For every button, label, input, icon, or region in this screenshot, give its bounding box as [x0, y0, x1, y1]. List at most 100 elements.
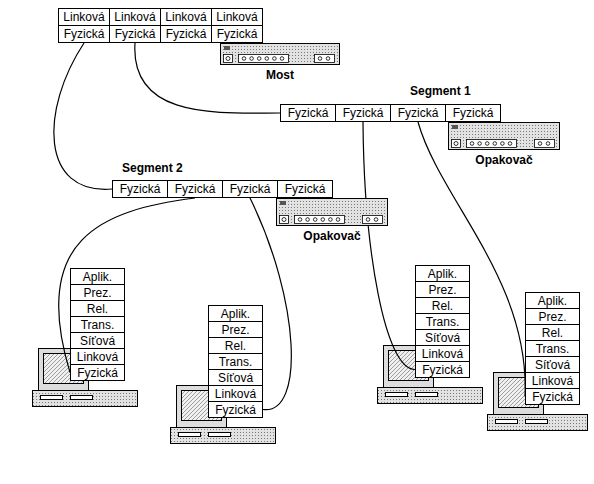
layer-name: Prez.: [428, 284, 456, 296]
device-ports: [295, 216, 345, 224]
layer-cell: Rel.: [70, 300, 125, 317]
layer-cell: Fyzická: [277, 180, 333, 198]
device-port: [493, 142, 497, 146]
layer-name: Fyzická: [64, 28, 105, 40]
layer-cell: Prez.: [70, 284, 125, 301]
layer-cell: Fyzická: [415, 361, 470, 378]
layer-cell: Fyzická: [208, 401, 263, 418]
layer-cell: Fyzická: [222, 180, 278, 198]
device-port: [546, 142, 550, 146]
device-port: [478, 142, 482, 146]
layer-cell: Fyzická: [109, 25, 161, 43]
layer-cell: Fyzická: [280, 104, 336, 122]
layer-cell: Linková: [525, 372, 580, 389]
computer-3: [378, 346, 483, 404]
device-port: [329, 218, 333, 222]
device-port: [374, 218, 378, 222]
device-body: [448, 122, 560, 150]
device-ports: [363, 216, 383, 224]
device-port: [485, 142, 489, 146]
layer-cell: Fyzická: [335, 104, 391, 122]
layer-cell: Fyzická: [167, 180, 223, 198]
device-port: [250, 57, 254, 61]
layer-name: Síťová: [80, 335, 115, 347]
layer-name: Fyzická: [285, 183, 326, 195]
layer-cell: Aplik.: [525, 292, 580, 309]
layer-cell: Trans.: [415, 313, 470, 330]
cable-line: [54, 43, 112, 189]
layer-name: Linková: [215, 388, 256, 400]
device-ports: [239, 55, 289, 63]
layer-name: Linková: [216, 11, 257, 23]
layer-cell: Prez.: [525, 308, 580, 325]
layer-name: Síťová: [535, 359, 570, 371]
layer-cell: Trans.: [70, 316, 125, 333]
layer-cell: Fyzická: [70, 364, 125, 381]
device-panel: [280, 216, 289, 224]
layer-name: Fyzická: [422, 364, 463, 376]
layer-name: Fyzická: [175, 183, 216, 195]
layer-cell: Fyzická: [58, 25, 110, 43]
layer-cell: Linková: [415, 345, 470, 362]
layer-cell: Aplik.: [208, 305, 263, 322]
layer-name: Rel.: [87, 303, 108, 315]
layer-name: Linková: [165, 11, 206, 23]
device-port: [508, 142, 512, 146]
layer-name: Linková: [422, 348, 463, 360]
layer-name: Trans.: [426, 316, 460, 328]
layer-name: Fyzická: [532, 391, 573, 403]
layer-name: Trans.: [536, 343, 570, 355]
layer-name: Trans.: [219, 356, 253, 368]
layer-name: Rel.: [432, 300, 453, 312]
layer-name: Fyzická: [343, 107, 384, 119]
layer-cell: Síťová: [525, 356, 580, 373]
layer-name: Aplik.: [428, 268, 457, 280]
device-led: [226, 57, 230, 61]
layer-name: Aplik.: [221, 308, 250, 320]
layer-cell: Aplik.: [70, 268, 125, 285]
layer-name: Fyzická: [217, 28, 258, 40]
device-port: [265, 57, 269, 61]
layer-name: Fyzická: [120, 183, 161, 195]
layer-name: Fyzická: [288, 107, 329, 119]
layer-cell: Linková: [70, 348, 125, 365]
layer-cell: Fyzická: [211, 25, 263, 43]
device-port: [280, 57, 284, 61]
layer-name: Fyzická: [453, 107, 494, 119]
layer-cell: Fyzická: [390, 104, 446, 122]
device-label: Opakovač: [475, 153, 532, 167]
device-ports: [467, 140, 517, 148]
layer-name: Fyzická: [230, 183, 271, 195]
layer-cell: Fyzická: [445, 104, 501, 122]
layer-name: Fyzická: [215, 404, 256, 416]
device-mark: [452, 125, 458, 129]
layer-cell: Fyzická: [160, 25, 212, 43]
device-led: [282, 218, 286, 222]
layer-cell: Prez.: [208, 321, 263, 338]
device-port: [366, 218, 370, 222]
layer-cell: Linková: [208, 385, 263, 402]
device-port: [501, 142, 505, 146]
layer-name: Linková: [63, 11, 104, 23]
device-port: [257, 57, 261, 61]
layer-cell: Síťová: [208, 369, 263, 386]
layer-cell: Síťová: [415, 329, 470, 346]
device-port: [273, 57, 277, 61]
device-port: [336, 218, 340, 222]
device-box: Most: [220, 43, 340, 65]
device-box: Opakovač: [276, 198, 388, 226]
layer-name: Fyzická: [115, 28, 156, 40]
segment-label: Segment 2: [122, 161, 183, 175]
layer-cell: Aplik.: [415, 265, 470, 282]
layer-cell: Linková: [160, 8, 212, 26]
device-led: [454, 142, 458, 146]
device-panel: [224, 55, 233, 63]
layer-name: Prez.: [83, 287, 111, 299]
device-port: [326, 57, 330, 61]
layer-cell: Prez.: [415, 281, 470, 298]
layer-name: Linková: [114, 11, 155, 23]
layer-name: Linková: [532, 375, 573, 387]
device-label: Opakovač: [303, 229, 360, 243]
device-port: [313, 218, 317, 222]
